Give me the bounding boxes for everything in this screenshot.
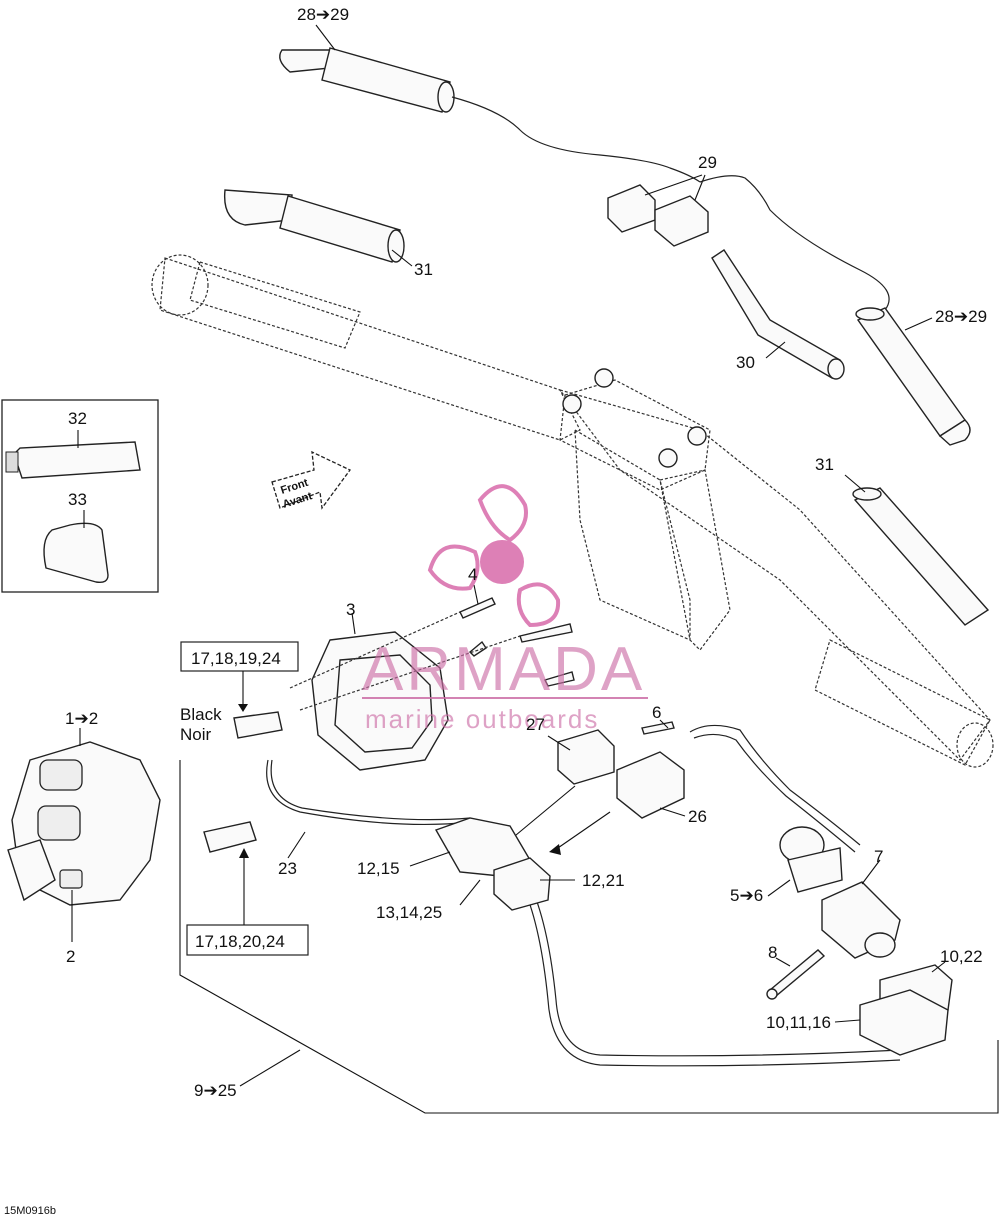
watermark-brand: ARMADA <box>362 635 645 704</box>
callout-labels: 28➔29 29 31 28➔29 30 32 33 31 4 3 17,18,… <box>4 5 987 1217</box>
connectors-29 <box>607 174 890 311</box>
label-31-left: 31 <box>414 260 433 279</box>
label-10-22: 10,22 <box>940 947 983 966</box>
label-3: 3 <box>346 600 355 619</box>
label-7: 7 <box>874 847 883 866</box>
label-31-right: 31 <box>815 455 834 474</box>
connector-27 <box>505 729 615 845</box>
part-7 <box>821 859 901 959</box>
label-28-29-top: 28➔29 <box>297 5 349 24</box>
watermark-tagline: marine outboards <box>365 704 599 734</box>
tube-30 <box>711 249 845 380</box>
connector-10-11-16 <box>834 989 949 1056</box>
grip-sleeve-31-left <box>223 189 413 267</box>
switch-assembly-1-2 <box>7 728 161 942</box>
connector-26 <box>549 751 686 855</box>
label-33: 33 <box>68 490 87 509</box>
label-29: 29 <box>698 153 717 172</box>
label-6: 6 <box>652 703 661 722</box>
handlebar <box>151 254 994 768</box>
label-10-11-16: 10,11,16 <box>766 1013 831 1032</box>
label-32: 32 <box>68 409 87 428</box>
label-26: 26 <box>688 807 707 826</box>
connector-lower <box>186 848 309 956</box>
label-black: Black <box>180 705 222 724</box>
screws-4 <box>289 584 575 711</box>
harness-leaders <box>409 851 575 906</box>
grip-sleeve-31-right <box>844 474 990 626</box>
switch-housing-3 <box>311 612 449 771</box>
label-2: 2 <box>66 947 75 966</box>
label-1-2: 1➔2 <box>65 709 98 728</box>
heated-grip-top <box>279 24 701 183</box>
document-code: 15M0916b <box>4 1205 56 1217</box>
connector-23 <box>203 821 306 859</box>
label-13-14-25: 13,14,25 <box>376 903 442 922</box>
propeller-logo-icon <box>427 484 561 628</box>
label-27: 27 <box>526 715 545 734</box>
harness-bracket <box>179 760 999 1114</box>
armada-watermark: ARMADA marine outboards <box>362 484 648 734</box>
label-8: 8 <box>768 943 777 962</box>
label-12-15: 12,15 <box>357 859 400 878</box>
consumables-inset <box>1 399 159 593</box>
switch-5-6 <box>767 826 843 897</box>
wire-harness-9-25 <box>266 724 901 1067</box>
pin-6 <box>641 719 675 735</box>
label-28-29-right: 28➔29 <box>935 307 987 326</box>
front-direction-arrow <box>271 450 351 510</box>
label-4: 4 <box>468 565 477 584</box>
label-30: 30 <box>736 353 755 372</box>
label-5-6: 5➔6 <box>730 886 763 905</box>
handlebar-clamp <box>559 368 731 651</box>
label-17-18-20-24: 17,18,20,24 <box>195 932 285 951</box>
heated-grip-right <box>855 307 971 446</box>
connector-black-upper <box>180 641 299 739</box>
label-17-18-19-24: 17,18,19,24 <box>191 649 281 668</box>
label-23: 23 <box>278 859 297 878</box>
label-9-25: 9➔25 <box>194 1081 237 1100</box>
pin-8 <box>766 949 826 1000</box>
label-12-21: 12,21 <box>582 871 625 890</box>
label-noir: Noir <box>180 725 212 744</box>
